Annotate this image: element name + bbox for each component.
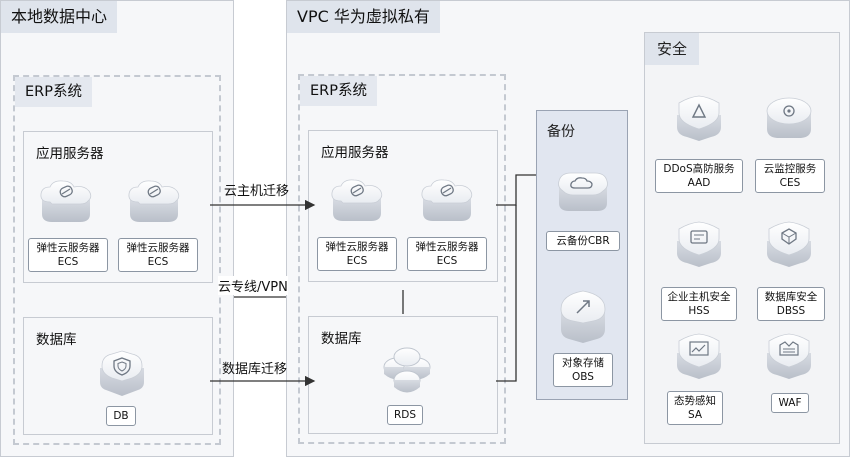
security-title: 安全 <box>657 40 688 58</box>
vpc-rds-label: RDS <box>387 405 423 425</box>
onprem-db-box: 数据库 DB <box>23 317 213 435</box>
onprem-app-server-title: 应用服务器 <box>36 146 104 162</box>
onprem-erp-title: ERP系统 <box>15 77 92 107</box>
onprem-db-title: 数据库 <box>36 332 77 348</box>
vpc-app-server-title: 应用服务器 <box>321 145 389 161</box>
db-migration-label: 数据库迁移 <box>222 362 288 377</box>
vpc-db-title: 数据库 <box>321 331 362 347</box>
waf-label: WAF <box>771 393 809 413</box>
cbr-label: 云备份CBR <box>546 231 620 251</box>
backup-title: 备份 <box>547 124 575 140</box>
onprem-db-label: DB <box>106 406 136 426</box>
vpc-db-backup-link <box>496 205 517 382</box>
direct-connect-label: 云专线/VPN <box>218 276 288 295</box>
vpc-title: VPC 华为虚拟私有 <box>287 1 440 33</box>
host-migration-label: 云主机迁移 <box>224 184 290 199</box>
vpc-app-backup-link <box>496 174 536 206</box>
vpc-db-box: 数据库 RDS <box>308 316 498 434</box>
security-title-tab: 安全 <box>645 33 700 65</box>
onprem-title: 本地数据中心 <box>1 1 118 33</box>
vpc-erp-title: ERP系统 <box>300 76 377 106</box>
